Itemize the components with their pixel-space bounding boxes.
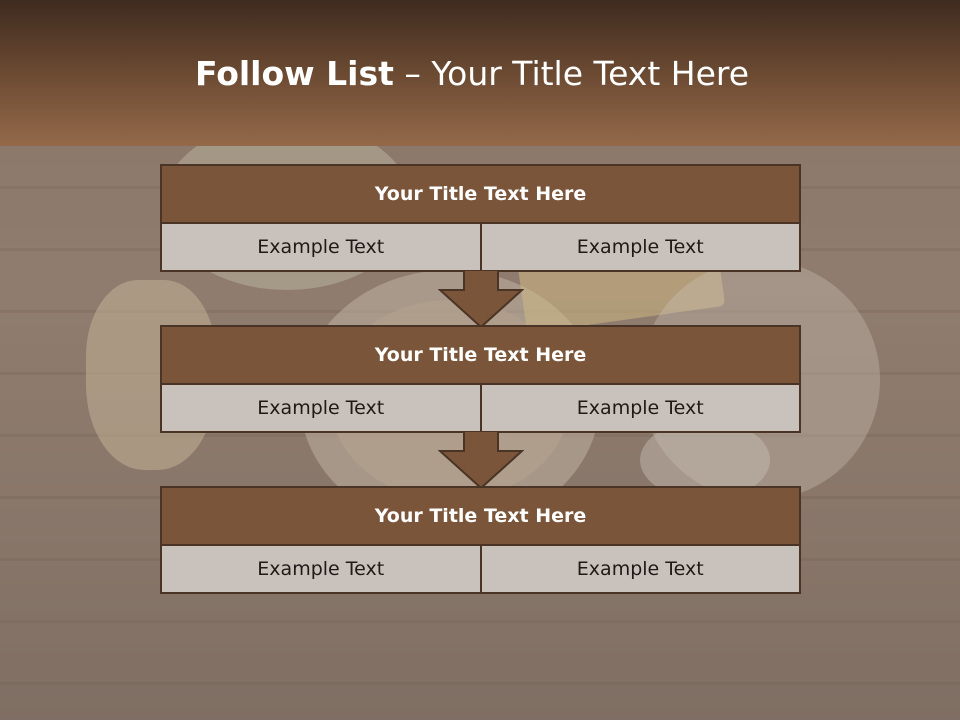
block-row: Example Text Example Text — [162, 224, 799, 270]
list-block-2: Your Title Text Here Example Text Exampl… — [160, 325, 801, 433]
list-block-1: Your Title Text Here Example Text Exampl… — [160, 164, 801, 272]
block-row: Example Text Example Text — [162, 546, 799, 592]
title-band: Follow List – Your Title Text Here — [0, 0, 960, 146]
down-arrow-icon — [438, 431, 524, 489]
block-title: Your Title Text Here — [162, 166, 799, 224]
block-cell-left: Example Text — [162, 385, 480, 431]
list-block-3: Your Title Text Here Example Text Exampl… — [160, 486, 801, 594]
block-row: Example Text Example Text — [162, 385, 799, 431]
slide-title-rest: – Your Title Text Here — [393, 54, 750, 93]
block-cell-left: Example Text — [162, 224, 480, 270]
block-cell-right: Example Text — [479, 385, 799, 431]
slide-title: Follow List – Your Title Text Here — [0, 54, 944, 93]
block-title: Your Title Text Here — [162, 488, 799, 546]
block-cell-right: Example Text — [479, 224, 799, 270]
block-cell-left: Example Text — [162, 546, 480, 592]
down-arrow-icon — [438, 270, 524, 328]
block-title: Your Title Text Here — [162, 327, 799, 385]
slide-title-bold: Follow List — [194, 54, 394, 93]
block-cell-right: Example Text — [479, 546, 799, 592]
